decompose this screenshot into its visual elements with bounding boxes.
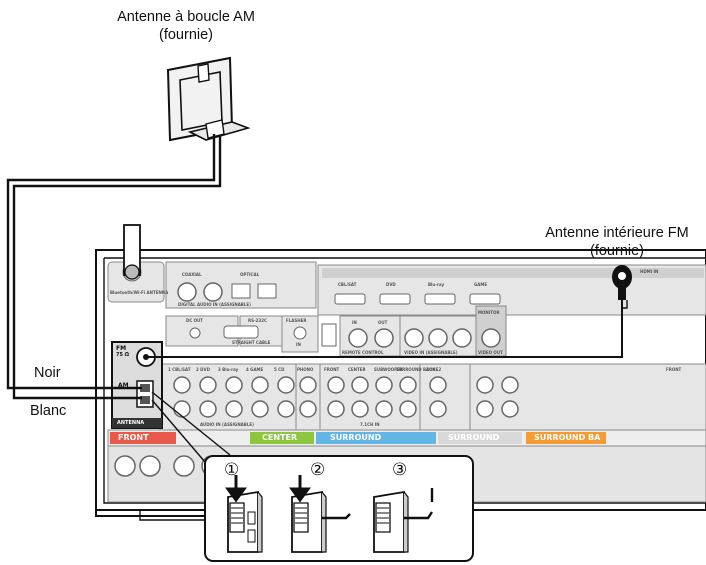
speaker-surround-back-label: SURROUND BA — [534, 433, 601, 442]
coaxial-label: COAXIAL — [182, 272, 202, 277]
hdmi-port-label: DVD — [386, 282, 396, 287]
straight-cable-label: STRAIGHT CABLE — [232, 340, 271, 345]
inset-step-box — [204, 455, 474, 562]
wire-black-label: Noir — [34, 365, 61, 381]
video-out-label: VIDEO OUT — [478, 350, 503, 355]
preout-column-label: FRONT — [324, 367, 340, 372]
flasher-in-label: IN — [296, 342, 301, 347]
video-in-label: VIDEO IN (ASSIGNABLE) — [404, 350, 458, 355]
step-2-connector-icon — [289, 475, 351, 553]
remote-out-label: OUT — [378, 320, 388, 325]
fm-antenna-icon — [612, 265, 632, 345]
audio-in-source-label: 2 DVD — [196, 367, 210, 372]
am-loop-antenna-icon — [166, 56, 251, 142]
speaker-surround-label: SURROUND — [330, 433, 382, 442]
hdmi-port-label: GAME — [474, 282, 488, 287]
antenna-terminal-block — [111, 341, 163, 429]
am-antenna-wires — [6, 134, 222, 400]
antenna-panel-label: ANTENNA — [117, 420, 145, 426]
inset-leader-lines — [151, 391, 231, 463]
am-antenna-label-line2: (fournie) — [159, 27, 213, 43]
preout-label: 7.1CH IN — [360, 422, 380, 427]
remote-in-label: IN — [352, 320, 357, 325]
fm-terminal-ohm-label: 75 Ω — [116, 352, 129, 358]
preout-column-label: SUBWOOFER — [374, 367, 403, 372]
fm-terminal-label: FM — [116, 345, 127, 352]
rs232c-label: RS-232C — [248, 318, 267, 323]
speaker-front-label: FRONT — [118, 433, 149, 442]
fm-antenna-label-line1: Antenne intérieure FM — [545, 225, 689, 241]
fm-antenna-label: Antenne intérieure FM (fournie) — [528, 224, 706, 260]
am-terminal-label: AM — [118, 382, 129, 389]
flasher-label: FLASHER — [286, 318, 307, 323]
wire-white-label: Blanc — [30, 403, 67, 419]
audio-in-label: AUDIO IN (ASSIGNABLE) — [200, 422, 254, 427]
digital-audio-in-label: DIGITAL AUDIO IN (ASSIGNABLE) — [178, 302, 251, 307]
fm-antenna-label-line2: (fournie) — [590, 243, 644, 259]
phono-label: PHONO — [297, 367, 314, 372]
am-antenna-label: Antenne à boucle AM (fournie) — [96, 8, 276, 44]
step-number-1: ① — [224, 460, 240, 479]
audio-in-source-label: 5 CD — [274, 367, 285, 372]
optical-label: OPTICAL — [240, 272, 260, 277]
step-number-2: ② — [310, 460, 326, 479]
audio-in-source-label: 1 CBL/SAT — [168, 367, 191, 372]
am-antenna-label-line1: Antenne à boucle AM — [117, 9, 255, 25]
step-1-connector-icon — [225, 475, 263, 553]
step-3-connector-icon — [373, 488, 434, 553]
bluetooth-antenna-label: Bluetooth/Wi-Fi ANTENNA — [110, 290, 169, 295]
step-number-3: ③ — [392, 460, 408, 479]
audio-in-source-label: 4 GAME — [246, 367, 264, 372]
audio-in-source-label: 3 Blu-ray — [218, 367, 239, 372]
speaker-center-label: CENTER — [262, 433, 298, 442]
hdmi-in-label: HDMI IN — [640, 269, 659, 274]
hdmi-port-label: Blu-ray — [428, 282, 445, 287]
dc-out-label: DC OUT — [186, 318, 204, 323]
preout-column-label: CENTER — [348, 367, 366, 372]
hdmi-port-label: CBL/SAT — [338, 282, 357, 287]
front-preout-label: FRONT — [666, 367, 682, 372]
preout-column-label: SURROUND BACK — [396, 367, 436, 372]
zone2-label: ZONE2 — [426, 367, 442, 372]
receiver-back-panel — [95, 249, 706, 521]
remote-control-label: REMOTE CONTROL — [342, 350, 384, 355]
monitor-label: MONITOR — [478, 310, 500, 315]
speaker-surround-label: SURROUND — [448, 433, 500, 442]
wireless-antenna-icon — [123, 224, 141, 280]
